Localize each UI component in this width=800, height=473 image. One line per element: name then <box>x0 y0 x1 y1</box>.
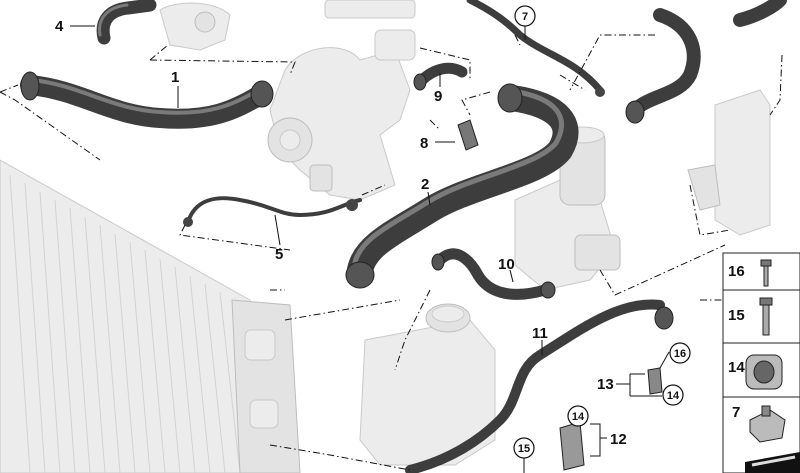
callout-7-label: 7 <box>522 11 528 23</box>
callout-12: 12 <box>610 431 627 448</box>
auxiliary-coolant-reservoir <box>687 89 771 236</box>
callout-10: 10 <box>498 256 515 273</box>
legend-15-label: 15 <box>728 307 745 324</box>
callout-15-circled: 15 <box>513 437 535 473</box>
coolant-hose-4 <box>96 0 157 45</box>
coolant-hose-10 <box>431 248 556 300</box>
callout-16-circled: 16 <box>669 342 691 364</box>
bracket-12 <box>559 421 585 471</box>
water-pump-housing <box>267 29 416 201</box>
callout-13: 13 <box>597 376 614 393</box>
callout-14a-label: 14 <box>667 390 680 402</box>
legend-row-7: 7 <box>732 404 786 443</box>
coolant-hose-top-right <box>625 0 787 124</box>
callout-9: 9 <box>434 88 442 105</box>
callout-5: 5 <box>275 246 283 263</box>
radiator <box>0 159 301 473</box>
legend-row-14: 14 <box>728 354 783 390</box>
callout-8: 8 <box>420 135 428 152</box>
expansion-tank <box>359 303 496 466</box>
thermostat-housing <box>159 2 231 51</box>
clip-assembly-13 <box>647 367 663 395</box>
callout-14-circled-a: 14 <box>662 384 684 406</box>
callout-7-circled: 7 <box>514 5 536 27</box>
upper-engine-component <box>324 0 416 19</box>
callout-2: 2 <box>421 176 429 193</box>
legend-16-label: 16 <box>728 263 745 280</box>
callout-14-circled-b: 14 <box>567 405 589 427</box>
legend-row-16: 16 <box>728 259 772 287</box>
legend-7-label: 7 <box>732 404 740 421</box>
legend-14-label: 14 <box>728 359 745 376</box>
leader-lines <box>0 34 783 471</box>
callout-leaders <box>70 25 670 457</box>
vent-line-5 <box>183 196 362 227</box>
coolant-hose-9 <box>413 62 468 91</box>
gasket-strip-icon <box>745 452 800 473</box>
clip-icon <box>749 405 786 443</box>
coolant-hose-2 <box>345 83 579 289</box>
callout-11: 11 <box>532 325 548 342</box>
coolant-line-7 <box>466 0 605 97</box>
bolt-icon <box>760 259 772 287</box>
callout-15-label: 15 <box>518 443 530 455</box>
legend-row-15: 15 <box>728 297 773 336</box>
grommet-icon <box>745 354 783 390</box>
bracket-8 <box>457 119 479 151</box>
callout-16-label: 16 <box>674 348 686 360</box>
parts-legend: 16 15 14 7 <box>722 252 800 473</box>
screw-icon <box>759 297 773 336</box>
coolant-hose-1 <box>20 71 274 129</box>
callout-14b-label: 14 <box>572 411 585 423</box>
callout-1: 1 <box>171 69 179 86</box>
callout-4: 4 <box>55 18 64 35</box>
coolant-hose-11 <box>405 299 674 473</box>
